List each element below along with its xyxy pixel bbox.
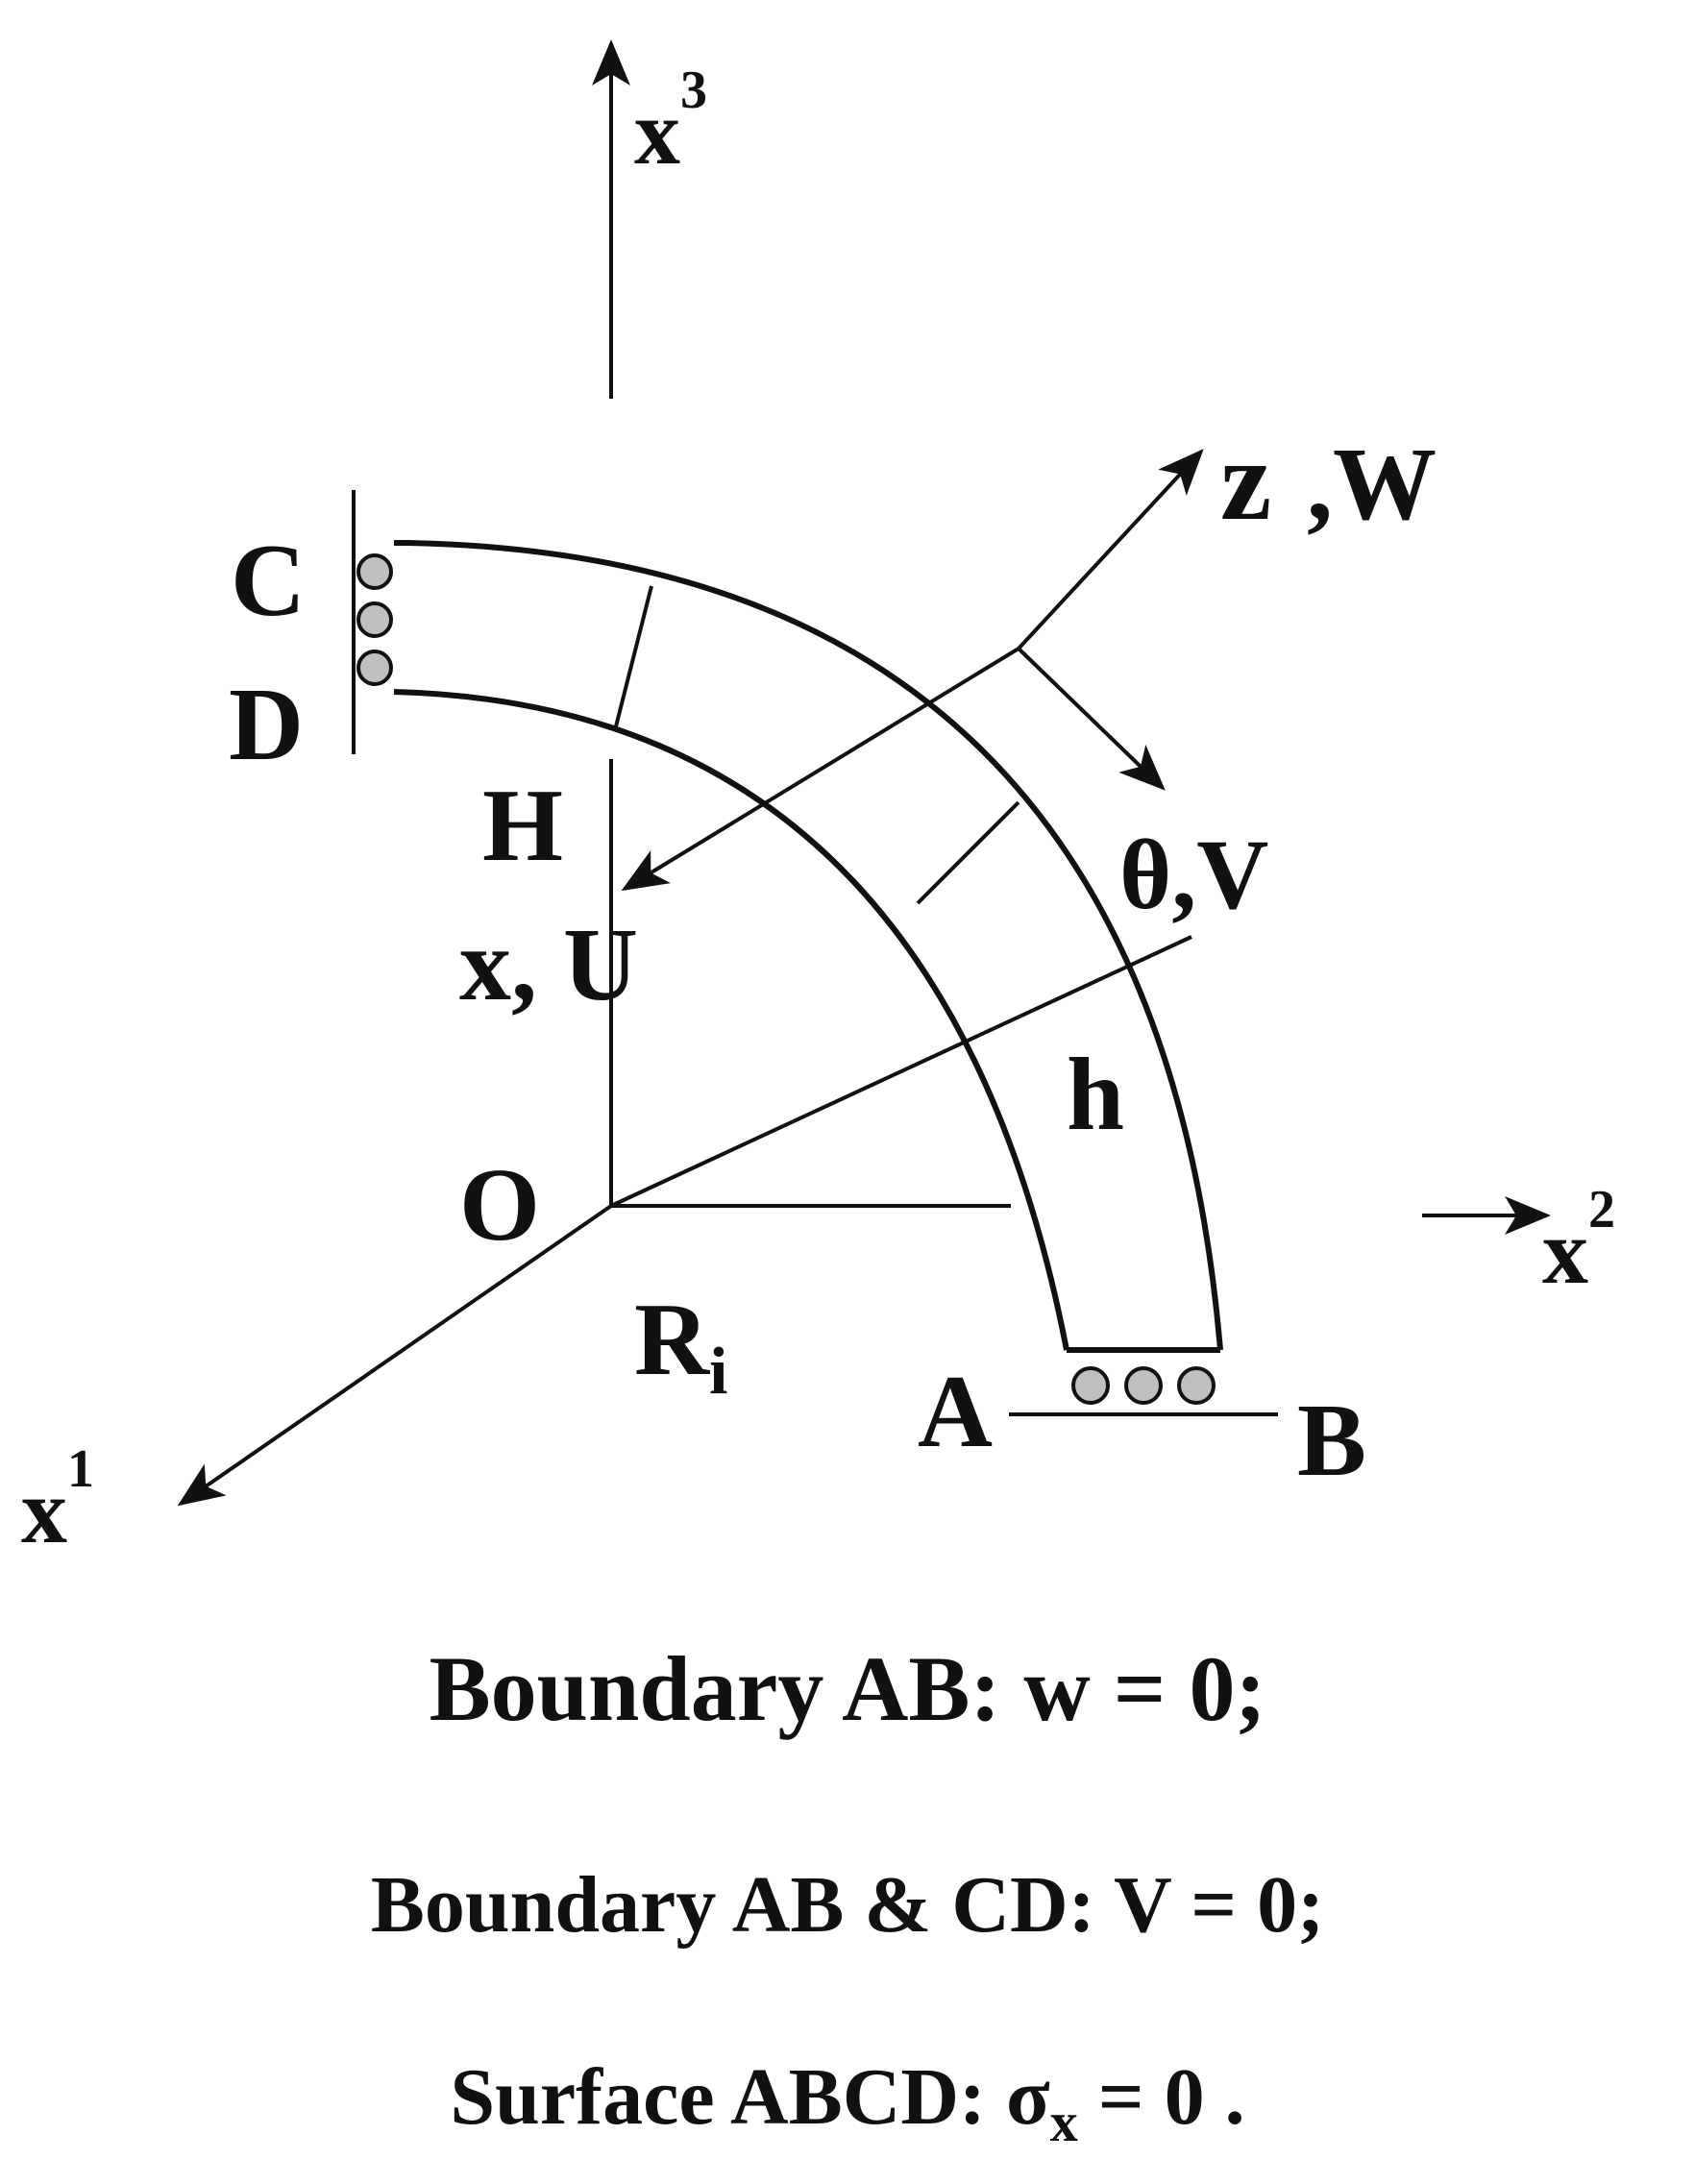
svg-text:x1: x1 — [21, 1439, 94, 1562]
theta-axis-line — [610, 935, 1192, 1208]
curved-shell — [393, 540, 1223, 1353]
support-cd — [352, 490, 393, 754]
point-c-label: C — [231, 524, 306, 638]
radius-label: R — [634, 1283, 710, 1397]
x1-sup: 1 — [67, 1439, 94, 1499]
condition-line-3: Surface ABCD: σx = 0 . — [450, 2052, 1244, 2153]
x3-label: x — [634, 81, 680, 184]
condition-line-3-sub: x — [1050, 2091, 1078, 2153]
radius-sub: i — [709, 1335, 727, 1409]
w-label: ,W — [1307, 428, 1437, 542]
point-b-label: B — [1297, 1384, 1366, 1498]
x2-sup: 2 — [1588, 1180, 1615, 1239]
svg-text:Ri: Ri — [634, 1283, 727, 1409]
thickness-h-label: h — [1067, 1038, 1124, 1152]
condition-line-3-post: = 0 . — [1078, 2052, 1245, 2142]
svg-text:x3: x3 — [634, 61, 707, 184]
x-u-label: x, U — [459, 908, 638, 1022]
x2-axis: x2 — [1422, 1180, 1615, 1303]
support-ab — [1009, 1366, 1278, 1416]
x2-label: x — [1542, 1200, 1588, 1303]
point-d-label: D — [229, 668, 304, 782]
condition-line-3-pre: Surface ABCD: σ — [450, 2052, 1050, 2142]
x1-label: x — [21, 1460, 67, 1562]
x3-axis: x3 — [592, 39, 707, 399]
x3-sup: 3 — [680, 61, 707, 120]
point-h-label: H — [482, 769, 563, 883]
point-a-label: A — [918, 1355, 993, 1469]
condition-line-1: Boundary AB: w = 0; — [430, 1637, 1266, 1740]
z-axis — [621, 449, 1204, 892]
z-label: z — [1220, 416, 1271, 544]
condition-line-2: Boundary AB & CD: V = 0; — [371, 1860, 1324, 1950]
point-o-label: O — [459, 1148, 540, 1263]
x1-axis: x1 — [21, 1204, 613, 1562]
svg-text:x2: x2 — [1542, 1180, 1615, 1303]
theta-v-label: θ,V — [1119, 820, 1268, 930]
